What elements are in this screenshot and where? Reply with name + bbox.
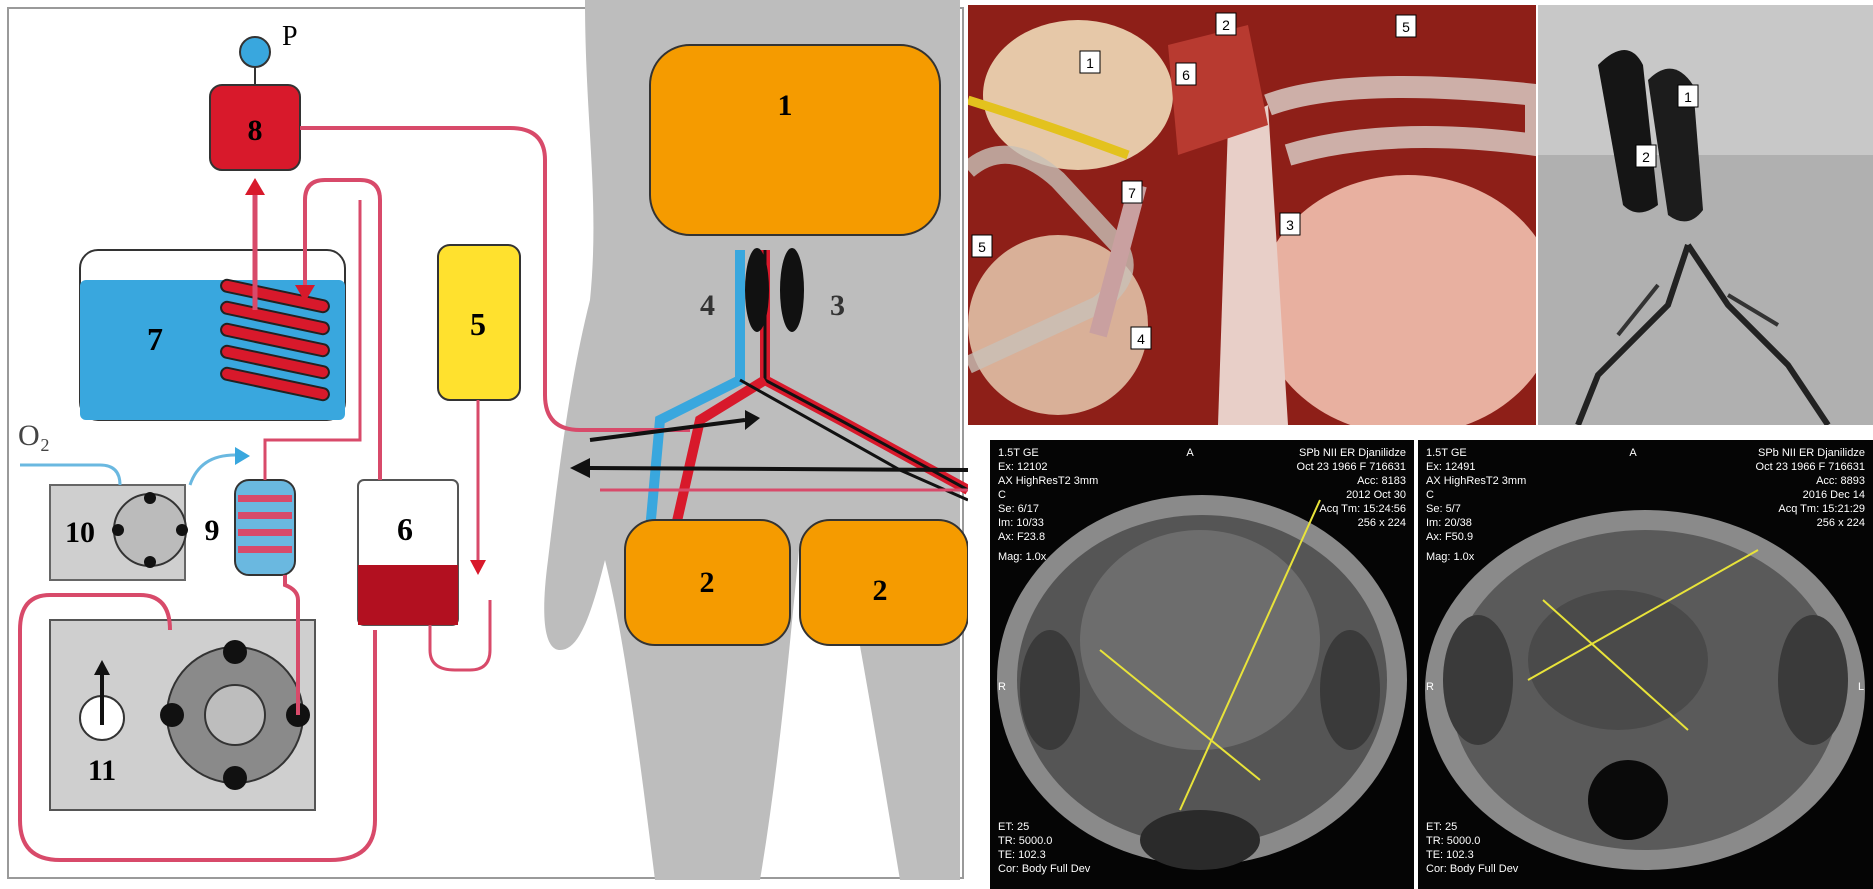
mri-left-mag: Mag: 1.0x xyxy=(998,551,1047,563)
mri-left-hr-4: Acq Tm: 15:24:56 xyxy=(1319,503,1406,515)
surgical-photo-svg: 1 2 6 5 7 5 3 4 xyxy=(968,5,1536,425)
label-10: 10 xyxy=(65,516,95,549)
mri-right-footer-0: ET: 25 xyxy=(1426,821,1457,833)
mri-left-svg: 1.5T GE Ex: 12102 AX HighResT2 3mm C Se:… xyxy=(990,440,1414,889)
photo-label-2: 2 xyxy=(1222,17,1230,33)
xray-svg: 1 2 xyxy=(1538,5,1873,425)
mri-right-hr-1: Oct 23 1966 F 716631 xyxy=(1756,461,1865,473)
mri-scan-before: 1.5T GE Ex: 12102 AX HighResT2 3mm C Se:… xyxy=(990,440,1414,889)
xray-label-1: 1 xyxy=(1684,89,1692,105)
mri-right-hr-4: Acq Tm: 15:21:29 xyxy=(1778,503,1865,515)
mri-left-hr-5: 256 x 224 xyxy=(1358,517,1406,529)
label-5: 5 xyxy=(470,306,486,342)
mri-left-side: R xyxy=(998,681,1006,693)
photo-label-4: 4 xyxy=(1137,331,1145,347)
photo-label-5-top: 5 xyxy=(1402,19,1410,35)
mri-right-footer-2: TE: 102.3 xyxy=(1426,849,1474,861)
mri-left-header-3: C xyxy=(998,489,1006,501)
photo-label-1: 1 xyxy=(1086,55,1094,71)
balloon-3 xyxy=(780,248,804,332)
pressure-gauge xyxy=(240,37,270,67)
label-8: 8 xyxy=(248,114,263,147)
photo-label-7: 7 xyxy=(1128,185,1136,201)
mri-left-hr-1: Oct 23 1966 F 716631 xyxy=(1297,461,1406,473)
mri-left-footer-2: TE: 102.3 xyxy=(998,849,1046,861)
mri-left-footer-0: ET: 25 xyxy=(998,821,1029,833)
mri-left-header-2: AX HighResT2 3mm xyxy=(998,475,1098,487)
mri-left-header-0: 1.5T GE xyxy=(998,447,1039,459)
mri-right-header-6: Ax: F50.9 xyxy=(1426,531,1473,543)
mri-right-svg: 1.5T GE Ex: 12491 AX HighResT2 3mm C Se:… xyxy=(1418,440,1873,889)
mri-left-header-4: Se: 6/17 xyxy=(998,503,1039,515)
mri-left-hr-3: 2012 Oct 30 xyxy=(1346,489,1406,501)
label-4: 4 xyxy=(700,289,715,322)
mri-right-footer-1: TR: 5000.0 xyxy=(1426,835,1480,847)
label-3: 3 xyxy=(830,289,845,322)
label-7: 7 xyxy=(147,321,163,357)
mri-right-footer-3: Cor: Body Full Dev xyxy=(1426,863,1519,875)
label-6: 6 xyxy=(397,511,413,547)
mri-left-footer-3: Cor: Body Full Dev xyxy=(998,863,1091,875)
mri-right-header-0: 1.5T GE xyxy=(1426,447,1467,459)
angiogram-xray: 1 2 xyxy=(1538,5,1873,425)
mri-right-hr-5: 256 x 224 xyxy=(1817,517,1865,529)
mri-left-footer-1: TR: 5000.0 xyxy=(998,835,1052,847)
balloon-4 xyxy=(745,248,769,332)
photo-label-3: 3 xyxy=(1286,217,1294,233)
blood-bag-fill xyxy=(358,565,458,625)
mri-left-header-5: Im: 10/33 xyxy=(998,517,1044,529)
mri-right-header-5: Im: 20/38 xyxy=(1426,517,1472,529)
mri-right-hr-2: Acc: 8893 xyxy=(1816,475,1865,487)
photo-label-6: 6 xyxy=(1182,67,1190,83)
mri-left-header-6: Ax: F23.8 xyxy=(998,531,1045,543)
mri-right-side-left: R xyxy=(1426,681,1434,693)
label-11: 11 xyxy=(88,754,116,787)
mri-right-header-3: C xyxy=(1426,489,1434,501)
label-oxygen: O₂ xyxy=(18,419,50,452)
label-1: 1 xyxy=(778,89,793,122)
organ-1 xyxy=(650,45,940,235)
mri-left-orientation: A xyxy=(1186,447,1194,459)
label-pressure: P xyxy=(282,21,298,52)
mri-right-hr-0: SPb NII ER Djanilidze xyxy=(1758,447,1865,459)
mri-right-header-2: AX HighResT2 3mm xyxy=(1426,475,1526,487)
xray-label-2: 2 xyxy=(1642,149,1650,165)
schematic-svg: 1 4 3 2 2 5 6 7 8 P xyxy=(0,0,968,889)
mri-right-hr-3: 2016 Dec 14 xyxy=(1803,489,1865,501)
photo-label-5-left: 5 xyxy=(978,239,986,255)
mri-right-orientation: A xyxy=(1629,447,1637,459)
label-2a: 2 xyxy=(700,566,715,599)
label-9: 9 xyxy=(205,514,220,547)
surgical-photo: 1 2 6 5 7 5 3 4 xyxy=(968,5,1536,425)
label-2b: 2 xyxy=(873,574,888,607)
mri-right-header-4: Se: 5/7 xyxy=(1426,503,1461,515)
mri-left-hr-2: Acc: 8183 xyxy=(1357,475,1406,487)
oxygenator-9 xyxy=(235,480,295,575)
mri-scan-after: 1.5T GE Ex: 12491 AX HighResT2 3mm C Se:… xyxy=(1418,440,1873,889)
mri-right-side-right: L xyxy=(1858,681,1864,693)
mri-left-hr-0: SPb NII ER Djanilidze xyxy=(1299,447,1406,459)
mri-right-mag: Mag: 1.0x xyxy=(1426,551,1475,563)
mri-left-header-1: Ex: 12102 xyxy=(998,461,1048,473)
mri-right-header-1: Ex: 12491 xyxy=(1426,461,1476,473)
perfusion-schematic: 1 4 3 2 2 5 6 7 8 P xyxy=(0,0,968,889)
